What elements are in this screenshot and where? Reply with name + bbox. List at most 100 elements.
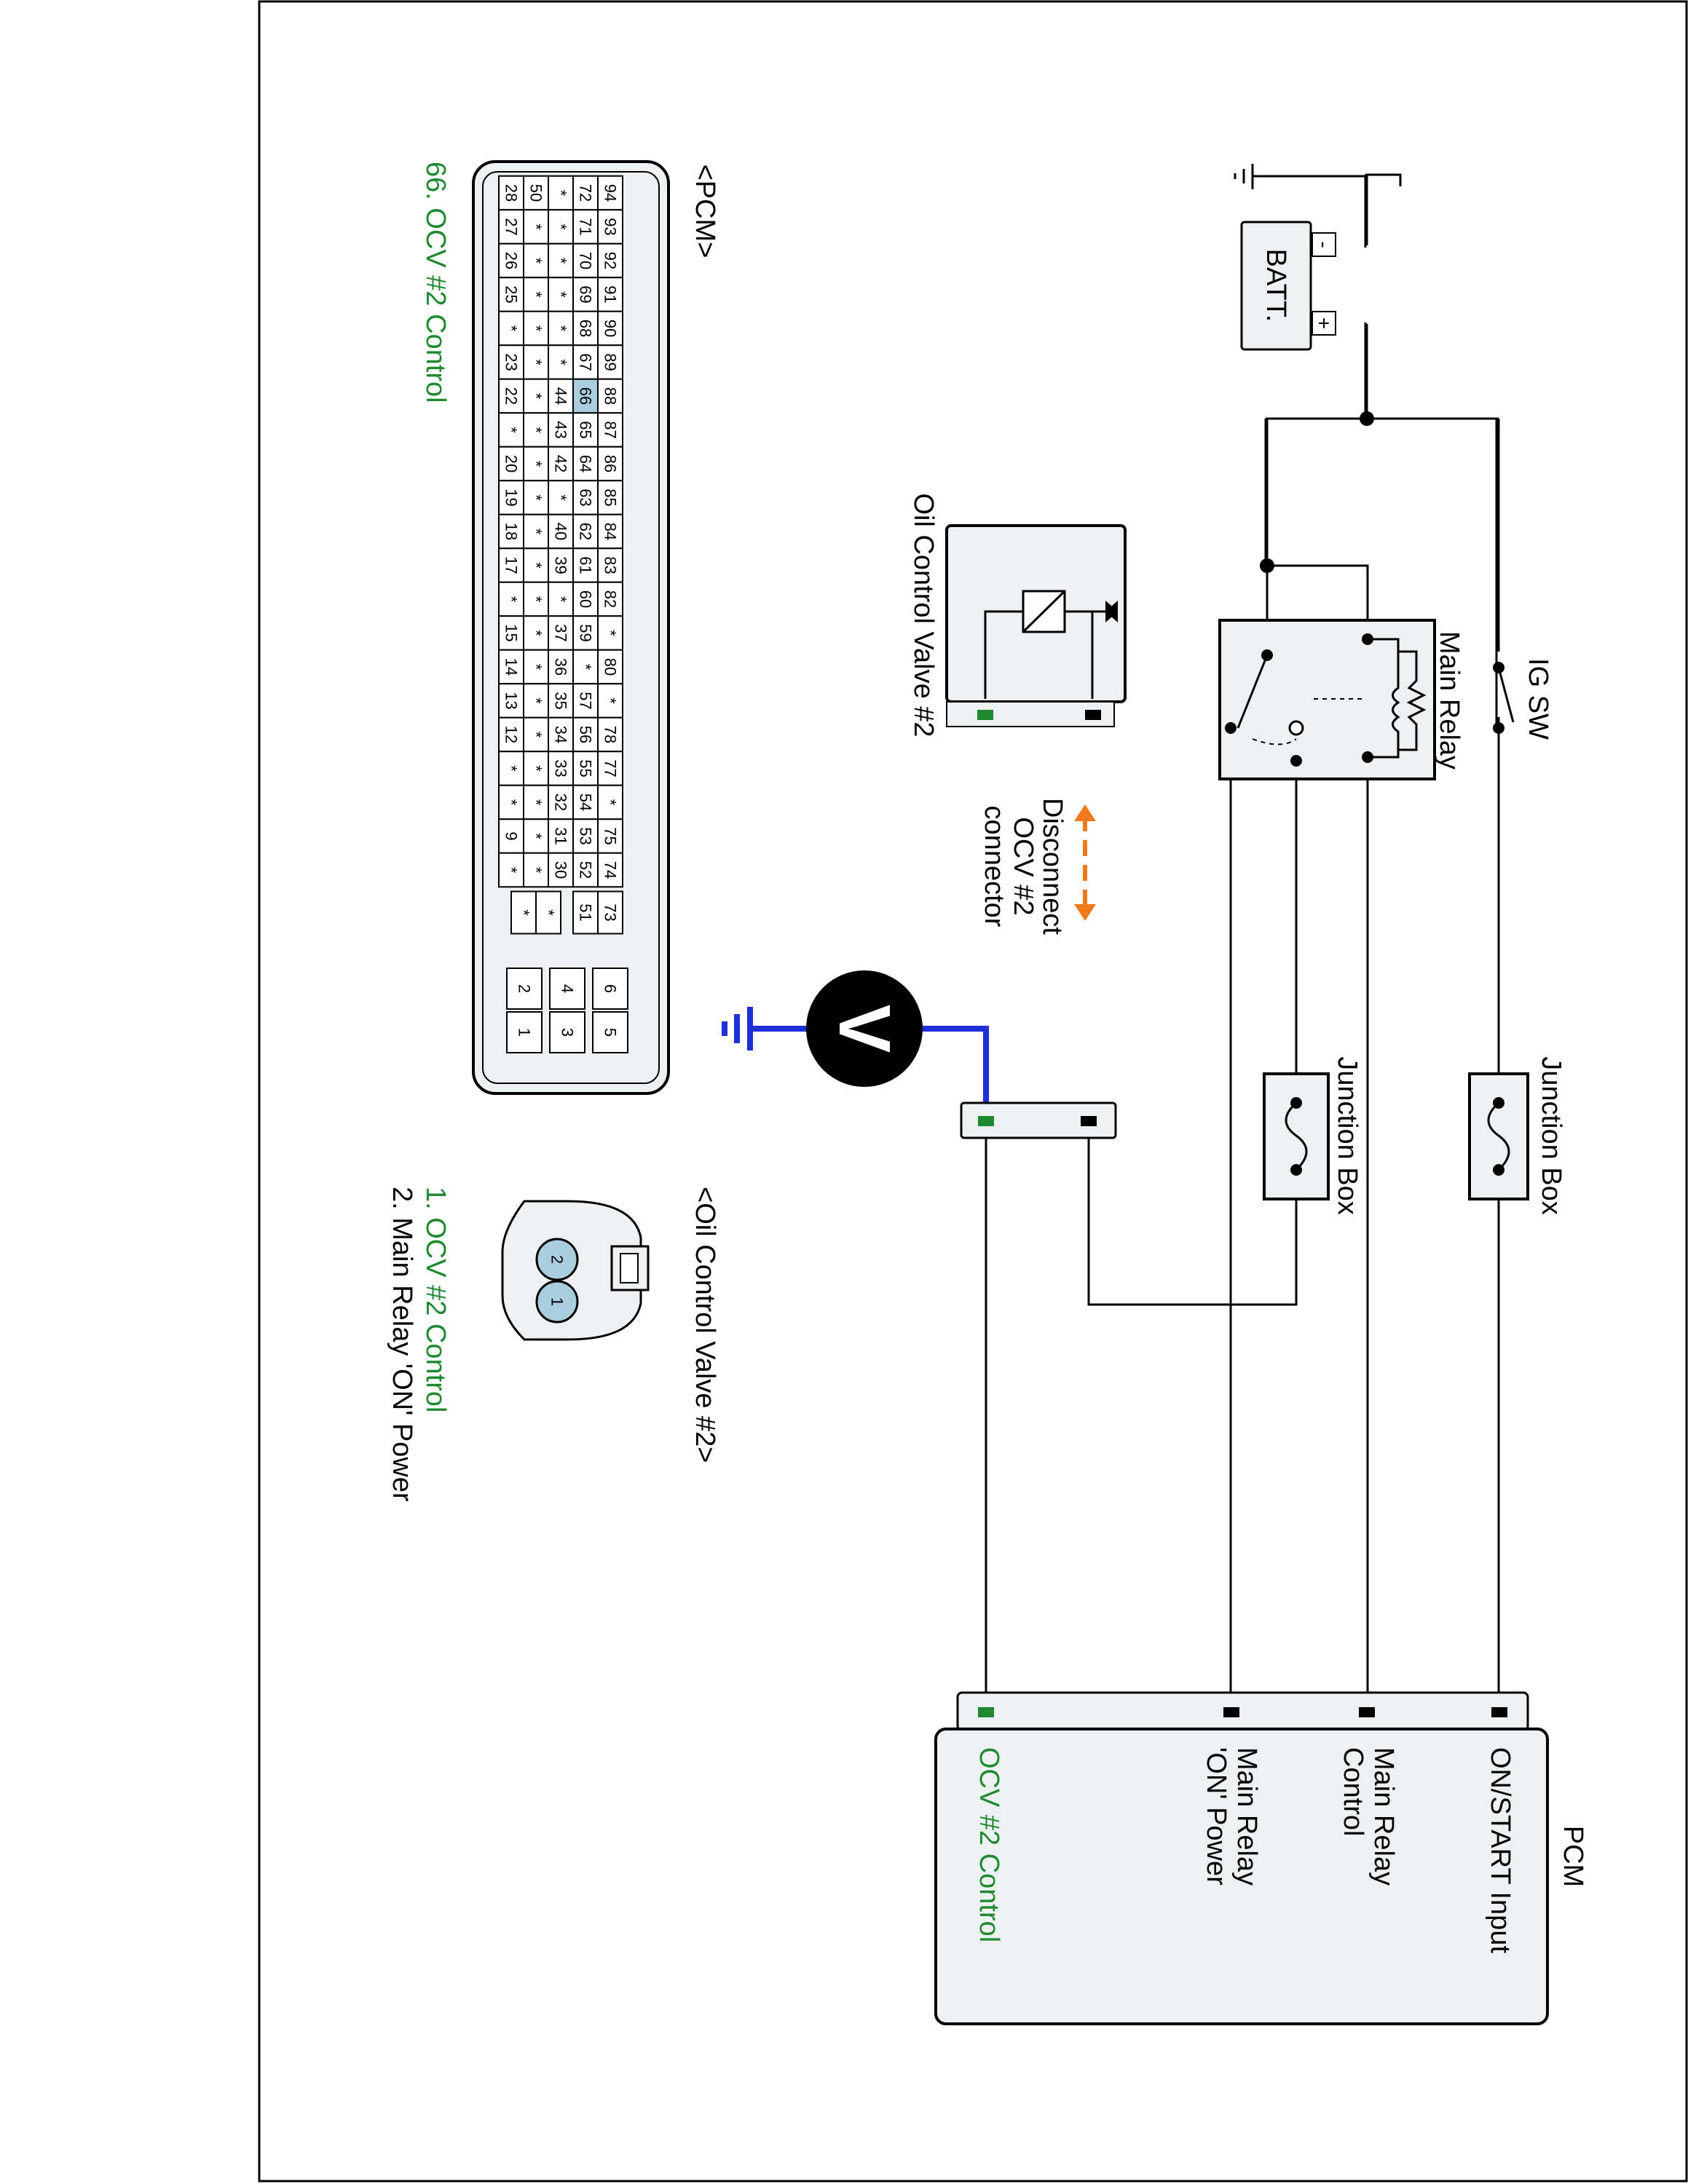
pcm-pin-1-14: * <box>577 664 595 670</box>
battery: - + BATT. <box>1240 221 1336 351</box>
pcm-small-pin-1-1-cell <box>549 1011 585 1053</box>
ground-icon <box>1234 164 1254 189</box>
pcm-small-pin-0-0: 6 <box>602 984 620 993</box>
pcm-pin-2-19: 31 <box>552 827 570 844</box>
pcm-pin-1-3-cell <box>572 277 599 312</box>
pcm-pin-2-16: 34 <box>552 726 570 743</box>
pcm-extra-pin-3: * <box>515 909 533 916</box>
pcm-pin-0-2: 92 <box>602 252 620 269</box>
pcm-pin-0-11: 83 <box>602 556 620 574</box>
pcm-pin-4-19-cell <box>498 818 524 854</box>
pcm-pin-0-20: 74 <box>602 861 620 879</box>
pcm-pin-3-20: * <box>527 867 545 874</box>
pcm-pin-3-14-cell <box>523 649 549 685</box>
pcm-pin-3-11: * <box>527 562 545 569</box>
ig-switch: IG SW <box>1493 658 1553 740</box>
pcm-pin-0-14: 80 <box>602 658 620 676</box>
pcm-pin-3-0-cell <box>523 175 549 211</box>
pcm-pin-0-1-cell <box>597 209 623 245</box>
pcm-pin-1-16: 56 <box>577 726 595 743</box>
pcm-pin-0-8: 86 <box>602 455 620 472</box>
pcm-connector: 94939291908988878685848382*80*7877*75747… <box>420 160 720 1095</box>
pcm-pin-2-15: 35 <box>552 692 570 709</box>
disconnect-note: Disconnect OCV #2 connector <box>979 798 1096 935</box>
ocv-component: Oil Control Valve #2 <box>908 493 1127 737</box>
pcm-extra-pin-2: * <box>540 909 558 916</box>
pcm-pin-3-0: 50 <box>527 184 545 202</box>
pcm-pin-3-17: * <box>527 765 545 772</box>
pcm-pin-2-13: 37 <box>552 624 570 641</box>
pcm-pin-4-11: 17 <box>502 556 521 574</box>
pcm-pin-3-12: * <box>527 596 545 603</box>
pcm-pin-0-12-cell <box>597 581 623 617</box>
pcm-connector-caption: 66. OCV #2 Control <box>420 162 451 403</box>
pcm-pin-0-14-cell <box>597 649 623 685</box>
pcm-pin-0-15: * <box>602 697 620 704</box>
pcm-pin-2-12: * <box>552 596 570 603</box>
pcm-small-pin-0-1-cell <box>592 1011 628 1053</box>
pcm-pin-1-11-cell <box>572 547 599 583</box>
pcm-pin-3-2-cell <box>523 242 549 279</box>
battery-minus: - <box>1313 241 1336 248</box>
pcm-pin-4-6: 22 <box>502 387 521 405</box>
pcm-pin-1-15: 57 <box>577 692 595 709</box>
pcm-pin-1-4: 68 <box>577 320 595 337</box>
pcm-extra-pin-0: 73 <box>602 903 620 921</box>
pcm-pin-3-6: * <box>527 393 545 400</box>
pcm-pin-0-19: 75 <box>602 827 620 844</box>
pcm-pin-3-10-cell <box>523 513 549 550</box>
wires <box>985 175 1500 1712</box>
pcm-pin-3-9: * <box>527 494 545 501</box>
pcm-pin-1-2: 70 <box>577 252 595 269</box>
pcm-pin-4-11-cell <box>498 547 524 583</box>
junction-box-2: Junction Box <box>1263 1056 1362 1215</box>
junction-box-2-label: Junction Box <box>1332 1056 1362 1215</box>
pcm-pin-3-19: * <box>527 833 545 839</box>
pcm-pin-0-0-cell <box>597 175 623 211</box>
pcm-pin-2-5: * <box>552 359 570 365</box>
pcm-pin-0-10: 84 <box>602 523 620 540</box>
pcm-pin-2-8: 42 <box>552 455 570 472</box>
junction-box-1-label: Junction Box <box>1536 1056 1566 1215</box>
pcm-pin-3-5: * <box>527 359 545 365</box>
pcm-pin-0-13: * <box>602 630 620 636</box>
pcm-pin-0-1: 93 <box>602 218 620 235</box>
pcm-pin-2-7: 43 <box>552 421 570 438</box>
pcm-pin-1-8: 64 <box>577 455 595 472</box>
pcm-pin-relay-power-2: 'ON' Power <box>1201 1747 1231 1886</box>
pcm-pin-0-9: 85 <box>602 488 620 506</box>
pcm-pin-4-1: 27 <box>502 218 521 235</box>
pcm-pin-0-18: * <box>602 799 620 806</box>
pcm-pin-1-0: 72 <box>577 184 595 202</box>
pcm-pin-2-2-cell <box>548 242 574 279</box>
pcm-pin-relay-power-1: Main Relay <box>1231 1747 1262 1886</box>
pcm-pin-0-16: 78 <box>602 726 620 743</box>
pcm-pin-2-6: 44 <box>552 387 570 405</box>
pcm-block: PCM ON/START Input Main Relay Control Ma… <box>934 1691 1588 2025</box>
pcm-pin-1-18: 54 <box>577 794 595 811</box>
pcm-pin-0-20-cell <box>597 852 623 888</box>
pcm-pin-2-1-cell <box>548 209 574 245</box>
pcm-pin-1-1: 71 <box>577 218 595 235</box>
pcm-pin-4-20: * <box>502 867 521 874</box>
pcm-pin-0-2-cell <box>597 242 623 279</box>
pcm-small-pin-1-1: 3 <box>559 1028 577 1037</box>
pcm-pin-2-0: * <box>552 190 570 197</box>
pcm-extra-pin-1-cell <box>572 890 599 935</box>
pcm-extra-pin-0-cell <box>597 890 623 935</box>
pcm-pin-4-16: 12 <box>502 726 521 743</box>
pcm-pin-3-7: * <box>527 427 545 433</box>
pcm-pin-4-0: 28 <box>502 184 521 202</box>
pcm-pin-1-1-cell <box>572 209 599 245</box>
pcm-pin-3-2: * <box>527 258 545 264</box>
ocv-caption-2: 2. Main Relay 'ON' Power <box>387 1187 417 1502</box>
pcm-pin-1-16-cell <box>572 716 599 753</box>
pcm-pin-1-10: 62 <box>577 523 595 540</box>
pcm-pin-0-7: 87 <box>602 421 620 438</box>
voltmeter-label: V <box>824 1005 905 1053</box>
ocv-connector-face: 2 1 <Oil Control Valve #2> 1. OCV #2 Con… <box>387 1187 720 1502</box>
pcm-pin-1-9: 63 <box>577 488 595 506</box>
pcm-pin-1-13: 59 <box>577 624 595 641</box>
pcm-pin-4-15-cell <box>498 683 524 719</box>
pcm-pin-0-3: 91 <box>602 285 620 303</box>
